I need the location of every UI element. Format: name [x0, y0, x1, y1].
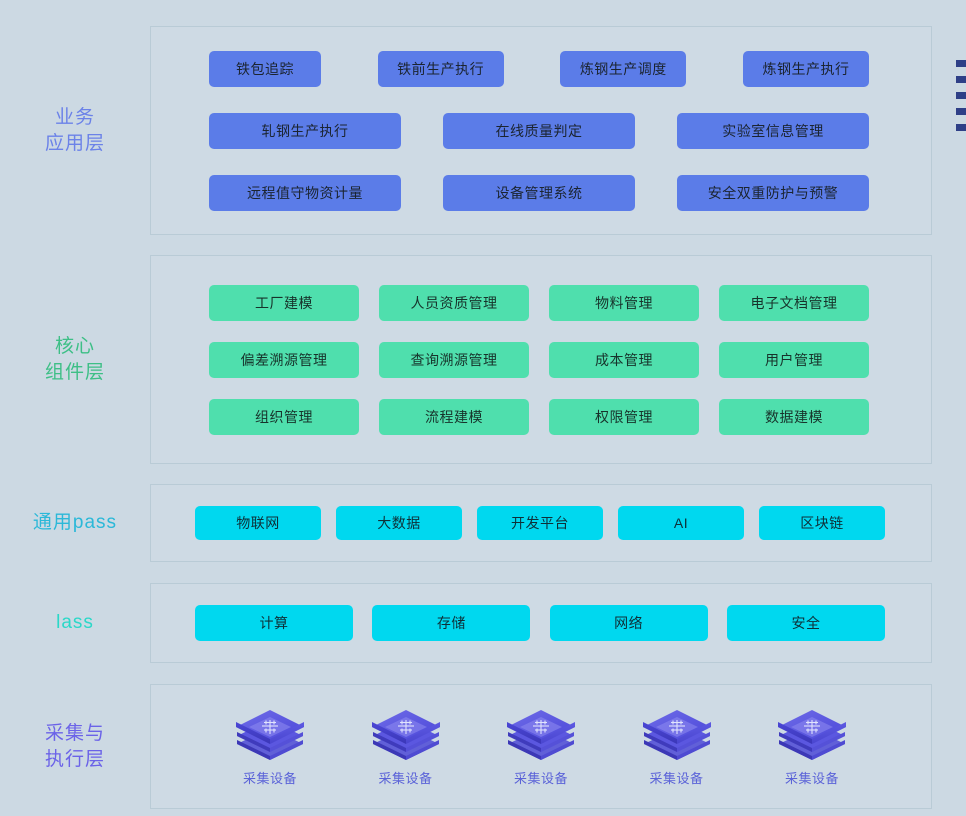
- app-tile-online-quality-judgement[interactable]: 在线质量判定: [443, 112, 635, 149]
- app-tile-equipment-management[interactable]: 设备管理系统: [443, 174, 635, 211]
- business-row-1: 铁包追踪 铁前生产执行 炼钢生产调度 炼钢生产执行: [151, 47, 931, 91]
- paas-tile-bigdata[interactable]: 大数据: [336, 506, 462, 540]
- iaas-tile-network[interactable]: 网络: [549, 605, 708, 641]
- core-row-3: 组织管理 流程建模 权限管理 数据建模: [151, 398, 931, 435]
- core-tile-user-management[interactable]: 用户管理: [719, 341, 869, 378]
- device-item[interactable]: 采集设备: [203, 685, 337, 808]
- device-row: 采集设备: [151, 685, 931, 808]
- device-item[interactable]: 采集设备: [339, 685, 473, 808]
- app-tile-safety-dual-prevention[interactable]: 安全双重防护与预警: [677, 174, 869, 211]
- iaas-tile-compute[interactable]: 计算: [195, 605, 353, 641]
- core-tile-org-management[interactable]: 组织管理: [209, 398, 359, 435]
- edge-marker-icon: [956, 60, 966, 67]
- edge-marker-icon: [956, 76, 966, 83]
- paas-tile-ai[interactable]: AI: [618, 506, 744, 540]
- device-label: 采集设备: [784, 771, 839, 786]
- core-tile-query-tracing[interactable]: 查询溯源管理: [379, 341, 529, 378]
- device-cube-icon: [775, 706, 849, 762]
- app-tile-remote-material-metering[interactable]: 远程值守物资计量: [209, 174, 401, 211]
- iaas-tile-security[interactable]: 安全: [726, 605, 885, 641]
- core-row-2: 偏差溯源管理 查询溯源管理 成本管理 用户管理: [151, 341, 931, 378]
- paas-row-1: 物联网 大数据 开发平台 AI 区块链: [151, 506, 931, 540]
- core-tile-deviation-tracing[interactable]: 偏差溯源管理: [209, 341, 359, 378]
- core-tile-permission-management[interactable]: 权限管理: [549, 398, 699, 435]
- device-cube-icon: [640, 706, 714, 762]
- device-cube-icon-svg: [778, 710, 846, 760]
- device-item[interactable]: 采集设备: [745, 685, 879, 808]
- panel-paas: 物联网 大数据 开发平台 AI 区块链: [150, 484, 932, 562]
- edge-marker-list: [956, 60, 966, 131]
- edge-marker-icon: [956, 108, 966, 115]
- device-cube-icon-svg: [642, 710, 711, 760]
- app-tile-rolling-execution[interactable]: 轧钢生产执行: [209, 112, 401, 149]
- core-tile-process-modeling[interactable]: 流程建模: [379, 398, 529, 435]
- business-row-2: 轧钢生产执行 在线质量判定 实验室信息管理: [151, 109, 931, 153]
- core-tile-edoc-management[interactable]: 电子文档管理: [719, 284, 869, 321]
- edge-marker-icon: [956, 124, 966, 131]
- core-tile-material-management[interactable]: 物料管理: [549, 284, 699, 321]
- paas-tile-dev-platform[interactable]: 开发平台: [477, 506, 603, 540]
- paas-tile-blockchain[interactable]: 区块链: [759, 506, 885, 540]
- app-tile-ironmaking-execution[interactable]: 铁前生产执行: [377, 50, 504, 87]
- layer-label-collection: 采集与 执行层: [44, 722, 105, 770]
- app-tile-steelmaking-execution[interactable]: 炼钢生产执行: [742, 50, 869, 87]
- core-tile-data-modeling[interactable]: 数据建模: [719, 398, 869, 435]
- panel-core: 工厂建模 人员资质管理 物料管理 电子文档管理 偏差溯源管理 查询溯源管理 成本…: [150, 255, 932, 464]
- device-cube-icon: [233, 706, 307, 762]
- layer-label-iaas: lass: [56, 612, 94, 633]
- device-item[interactable]: 采集设备: [474, 685, 608, 808]
- device-cube-icon-svg: [507, 710, 575, 760]
- device-cube-icon: [504, 706, 578, 762]
- core-tile-personnel-qualification[interactable]: 人员资质管理: [379, 284, 529, 321]
- device-cube-icon-svg: [371, 710, 440, 760]
- layer-label-business: 业务 应用层: [44, 106, 105, 154]
- device-label: 采集设备: [378, 771, 433, 786]
- app-tile-iron-ladle-tracking[interactable]: 铁包追踪: [209, 50, 321, 87]
- paas-tile-iot[interactable]: 物联网: [195, 506, 321, 540]
- device-cube-icon-svg: [236, 710, 304, 760]
- layer-label-paas: 通用pass: [32, 512, 118, 533]
- layer-label-core: 核心 组件层: [44, 335, 105, 383]
- core-tile-factory-modeling[interactable]: 工厂建模: [209, 284, 359, 321]
- layer-paas: 通用pass 物联网 大数据 开发平台 AI 区块链: [0, 484, 966, 562]
- layer-business: 业务 应用层 铁包追踪 铁前生产执行 炼钢生产调度 炼钢生产执行 轧钢生产执行 …: [0, 26, 966, 235]
- iaas-tile-storage[interactable]: 存储: [372, 605, 531, 641]
- iaas-row-1: 计算 存储 网络 安全: [151, 605, 931, 641]
- device-label: 采集设备: [242, 771, 297, 786]
- app-tile-steelmaking-scheduling[interactable]: 炼钢生产调度: [560, 50, 687, 87]
- device-item[interactable]: 采集设备: [610, 685, 744, 808]
- core-row-1: 工厂建模 人员资质管理 物料管理 电子文档管理: [151, 284, 931, 321]
- panel-collection: 采集设备: [150, 684, 932, 809]
- layer-core: 核心 组件层 工厂建模 人员资质管理 物料管理 电子文档管理 偏差溯源管理 查询…: [0, 255, 966, 464]
- device-label: 采集设备: [649, 771, 704, 786]
- panel-iaas: 计算 存储 网络 安全: [150, 583, 932, 663]
- layer-collection: 采集与 执行层: [0, 684, 966, 809]
- panel-business: 铁包追踪 铁前生产执行 炼钢生产调度 炼钢生产执行 轧钢生产执行 在线质量判定 …: [150, 26, 932, 235]
- core-tile-cost-management[interactable]: 成本管理: [549, 341, 699, 378]
- layer-iaas: lass 计算 存储 网络 安全: [0, 583, 966, 663]
- edge-marker-icon: [956, 92, 966, 99]
- business-row-3: 远程值守物资计量 设备管理系统 安全双重防护与预警: [151, 171, 931, 215]
- device-cube-icon: [369, 706, 443, 762]
- device-label: 采集设备: [513, 771, 568, 786]
- app-tile-lab-information-management[interactable]: 实验室信息管理: [677, 112, 869, 149]
